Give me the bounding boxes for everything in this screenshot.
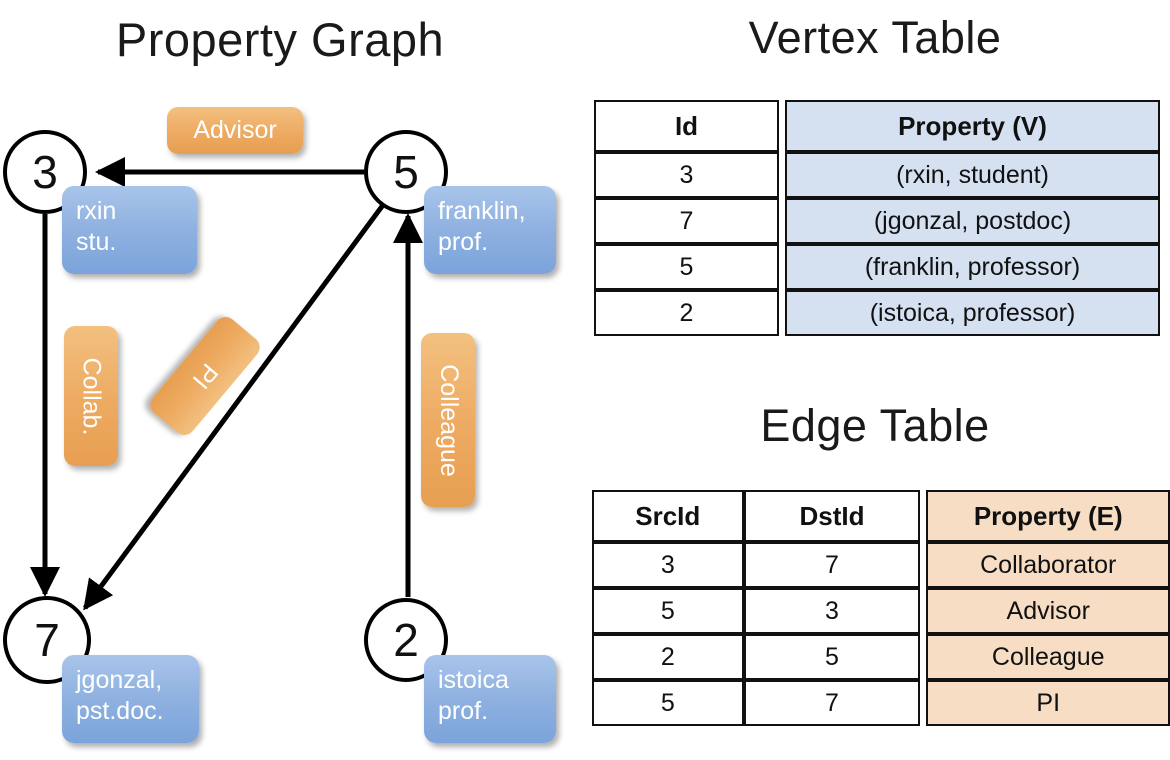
edge-row-3-property: PI xyxy=(926,680,1170,726)
page-title-property-graph: Property Graph xyxy=(115,13,445,66)
vertex-row-2-property: (franklin, professor) xyxy=(785,244,1160,290)
table-row[interactable]: 5 7 PI xyxy=(592,680,1170,726)
vertex-property-box-2: istoica prof. xyxy=(424,655,556,743)
property-graph-diagram: 3 5 7 2 rxin stu. franklin, prof. jgonza… xyxy=(3,107,556,743)
table-row[interactable]: 2 5 Colleague xyxy=(592,634,1170,680)
edge-table-header-row: SrcId DstId Property (E) xyxy=(592,490,1170,542)
edge-row-3-src: 5 xyxy=(592,680,744,726)
vertex-node-5-label: 5 xyxy=(393,146,419,198)
edge-row-0-gap xyxy=(920,542,927,588)
table-row[interactable]: 5 (franklin, professor) xyxy=(594,244,1160,290)
graph-edges-layer xyxy=(30,157,423,611)
vertex-table-header-property: Property (V) xyxy=(785,100,1160,152)
edge-row-1-src: 5 xyxy=(592,588,744,634)
vertex-property-7-line2: pst.doc. xyxy=(76,697,164,726)
page-title-edge-table: Edge Table xyxy=(760,400,990,451)
edge-row-1-property: Advisor xyxy=(926,588,1170,634)
edge-5-to-7-pi xyxy=(82,203,386,611)
edge-row-3-dst: 7 xyxy=(743,680,921,726)
edge-row-0-dst: 7 xyxy=(743,542,921,588)
vertex-table: Id Property (V) 3 (rxin, student) 7 (jgo… xyxy=(594,100,1160,336)
vertex-row-0-gap xyxy=(779,152,785,198)
vertex-table-header-id: Id xyxy=(594,100,779,152)
vertex-property-3-line1: rxin xyxy=(76,197,117,225)
vertex-row-2-id: 5 xyxy=(594,244,779,290)
page-title-vertex-table: Vertex Table xyxy=(748,12,1002,63)
edge-row-0-src: 3 xyxy=(592,542,744,588)
edge-row-3-gap xyxy=(920,680,927,726)
vertex-property-box-5: franklin, prof. xyxy=(424,186,556,274)
edge-row-2-src: 2 xyxy=(592,634,744,680)
vertex-row-1-gap xyxy=(779,198,785,244)
vertex-property-5-line2: prof. xyxy=(438,228,489,257)
vertex-row-2-gap xyxy=(779,244,785,290)
edge-table-header-dstid: DstId xyxy=(743,490,921,542)
vertex-property-box-3: rxin stu. xyxy=(62,186,197,274)
vertex-node-7-label: 7 xyxy=(34,614,60,666)
edge-label-advisor-text: Advisor xyxy=(193,116,277,144)
vertex-node-3-label: 3 xyxy=(32,146,58,198)
vertex-property-3-line2: stu. xyxy=(76,228,117,257)
table-row[interactable]: 3 7 Collaborator xyxy=(592,542,1170,588)
edge-label-pi-text: PI xyxy=(187,358,224,395)
table-row[interactable]: 3 (rxin, student) xyxy=(594,152,1160,198)
edge-row-0-property: Collaborator xyxy=(926,542,1170,588)
vertex-node-2-label: 2 xyxy=(393,614,419,666)
edge-table-column-gap xyxy=(920,490,927,542)
table-row[interactable]: 5 3 Advisor xyxy=(592,588,1170,634)
vertex-row-0-id: 3 xyxy=(594,152,779,198)
edge-table-header-srcid: SrcId xyxy=(592,490,744,542)
edge-row-2-property: Colleague xyxy=(926,634,1170,680)
edge-table: SrcId DstId Property (E) 3 7 Collaborato… xyxy=(592,490,1170,726)
vertex-node-5[interactable]: 5 xyxy=(364,130,448,214)
vertex-row-3-id: 2 xyxy=(594,290,779,336)
edge-label-collaborator: Collab. xyxy=(64,326,118,466)
vertex-property-5-line1: franklin, xyxy=(438,197,526,225)
vertex-property-box-7: jgonzal, pst.doc. xyxy=(62,655,199,743)
vertex-property-2-line2: prof. xyxy=(438,697,489,726)
edge-label-collaborator-text: Collab. xyxy=(77,357,106,435)
edge-row-2-dst: 5 xyxy=(743,634,921,680)
vertex-node-2[interactable]: 2 xyxy=(364,598,448,682)
edge-row-1-gap xyxy=(920,588,927,634)
edge-table-header-property: Property (E) xyxy=(926,490,1170,542)
vertex-row-1-property: (jgonzal, postdoc) xyxy=(785,198,1160,244)
edge-label-colleague-text: Colleague xyxy=(434,363,463,477)
vertex-table-column-gap xyxy=(779,100,785,152)
edge-row-1-dst: 3 xyxy=(743,588,921,634)
edge-label-advisor: Advisor xyxy=(167,107,303,154)
edge-label-colleague: Colleague xyxy=(421,333,475,507)
table-row[interactable]: 7 (jgonzal, postdoc) xyxy=(594,198,1160,244)
edge-row-2-gap xyxy=(920,634,927,680)
vertex-table-header-row: Id Property (V) xyxy=(594,100,1160,152)
vertex-row-3-property: (istoica, professor) xyxy=(785,290,1160,336)
vertex-property-2-line1: istoica xyxy=(438,666,509,694)
vertex-row-1-id: 7 xyxy=(594,198,779,244)
vertex-row-0-property: (rxin, student) xyxy=(785,152,1160,198)
vertex-row-3-gap xyxy=(779,290,785,336)
table-row[interactable]: 2 (istoica, professor) xyxy=(594,290,1160,336)
vertex-property-7-line1: jgonzal, xyxy=(76,666,163,694)
